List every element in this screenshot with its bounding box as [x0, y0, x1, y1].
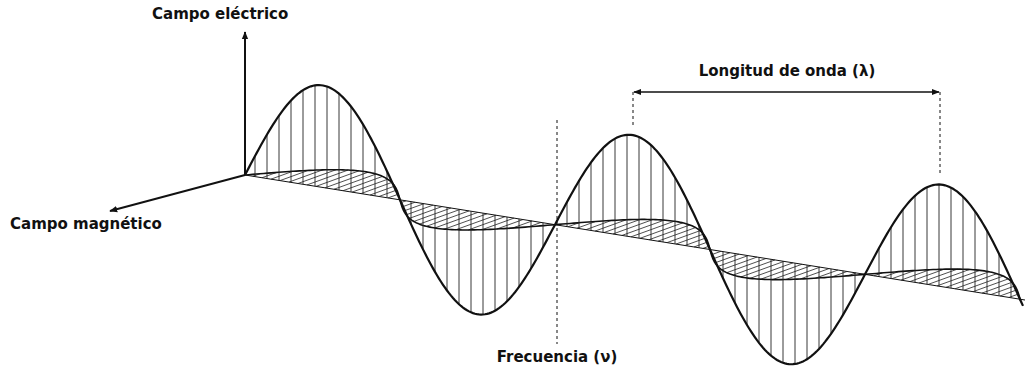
- magnetic-hatch: [667, 231, 700, 243]
- electric-hatch: [435, 205, 436, 271]
- electric-hatch: [987, 231, 988, 294]
- electric-hatch: [951, 188, 952, 288]
- magnetic-hatch: [733, 260, 775, 275]
- electric-hatch: [279, 116, 280, 181]
- electric-hatch: [939, 184, 940, 286]
- electric-hatch: [495, 215, 496, 311]
- propagation-axis: [245, 175, 1025, 300]
- magnetic-hatch: [649, 225, 690, 240]
- electric-hatch: [759, 257, 760, 342]
- frequency-marker: [557, 120, 558, 344]
- magnetic-wave: [245, 170, 1020, 301]
- magnetic-hatch: [685, 238, 706, 246]
- magnetic-hatch: [307, 170, 348, 185]
- magnetic-hatch: [955, 274, 997, 289]
- electric-hatch: [723, 252, 724, 279]
- electric-hatch: [855, 273, 856, 294]
- electric-hatch: [339, 94, 340, 190]
- electric-hatch: [387, 171, 388, 198]
- magnetic-hatch: [946, 272, 989, 288]
- electric-hatch: [795, 263, 796, 364]
- electric-hatch: [639, 137, 640, 238]
- magnetic-hatch: [982, 282, 1012, 293]
- electric-hatch: [591, 162, 592, 230]
- electric-hatch: [999, 254, 1000, 296]
- electric-hatch: [915, 196, 916, 283]
- magnetic-hatch: [622, 220, 664, 235]
- waves: [245, 85, 1025, 364]
- electric-hatch: [663, 159, 664, 242]
- magnetic-hatch: [937, 270, 980, 286]
- electric-hatch: [927, 187, 928, 284]
- magnetic-hatch: [445, 214, 487, 229]
- electric-hatch: [507, 217, 508, 301]
- electric-wave: [245, 85, 1023, 364]
- dimension-label: Longitud de onda (λ): [697, 62, 878, 80]
- magnetic-axis: [110, 175, 245, 211]
- electric-axis: [244, 32, 246, 175]
- axis-label: Campo eléctrico: [150, 5, 290, 23]
- electric-hatch: [291, 100, 292, 182]
- magnetic-hatch: [761, 264, 802, 279]
- magnetic-hatch: [316, 171, 359, 187]
- magnetic-hatch: [406, 205, 433, 215]
- magnetic-hatch: [325, 172, 368, 188]
- electric-hatch: [879, 248, 880, 277]
- electric-hatch: [579, 181, 580, 229]
- magnetic-hatch: [718, 256, 748, 267]
- electric-hatch: [267, 135, 268, 179]
- magnetic-hatch: [419, 209, 460, 224]
- marker-label: Frecuencia (ν): [495, 348, 620, 366]
- electric-hatch: [651, 145, 652, 240]
- magnetic-hatch: [426, 211, 469, 226]
- electric-hatch: [375, 146, 376, 196]
- electric-hatch: [327, 87, 328, 189]
- magnetic-hatch: [334, 174, 376, 189]
- electric-hatch: [567, 202, 568, 227]
- electric-hatch: [687, 200, 688, 246]
- electric-hatch: [831, 269, 832, 334]
- electric-hatch: [735, 254, 736, 304]
- electric-hatch: [315, 85, 316, 186]
- electric-hatch: [303, 90, 304, 184]
- electric-hatch: [459, 209, 460, 304]
- electric-hatch: [903, 209, 904, 280]
- electric-hatch: [471, 211, 472, 312]
- electric-hatch: [519, 219, 520, 287]
- electric-hatch: [483, 213, 484, 314]
- axis-label: Campo magnético: [8, 215, 164, 233]
- electric-hatch: [891, 227, 892, 278]
- magnetic-hatch: [409, 207, 442, 219]
- magnetic-hatch: [435, 212, 478, 228]
- electric-hatch: [255, 156, 256, 177]
- magnetic-hatch: [750, 263, 793, 279]
- wavelength-tick: [633, 92, 634, 128]
- electric-hatch: [627, 135, 628, 236]
- electric-hatch: [675, 177, 676, 243]
- magnetic-hatch: [694, 242, 708, 247]
- electric-hatch: [747, 255, 748, 325]
- wavelength-tick: [940, 92, 941, 176]
- electric-hatch: [351, 107, 352, 192]
- electric-hatch: [531, 221, 532, 269]
- electric-hatch: [963, 197, 964, 290]
- magnetic-hatch: [631, 221, 674, 237]
- magnetic-hatch: [640, 223, 683, 238]
- wavelength-arrow: [634, 91, 939, 93]
- electric-hatch: [783, 261, 784, 363]
- electric-hatch: [843, 271, 844, 315]
- electric-hatch: [819, 267, 820, 349]
- electric-hatch: [771, 259, 772, 355]
- magnetic-hatch: [370, 186, 395, 195]
- electric-hatch: [423, 204, 424, 250]
- electric-hatch: [975, 211, 976, 292]
- electric-hatch: [807, 265, 808, 359]
- electric-hatch: [363, 124, 364, 194]
- electric-hatch: [615, 139, 616, 235]
- electric-hatch: [447, 207, 448, 290]
- electric-hatch: [603, 148, 604, 232]
- electric-hatch: [543, 223, 544, 248]
